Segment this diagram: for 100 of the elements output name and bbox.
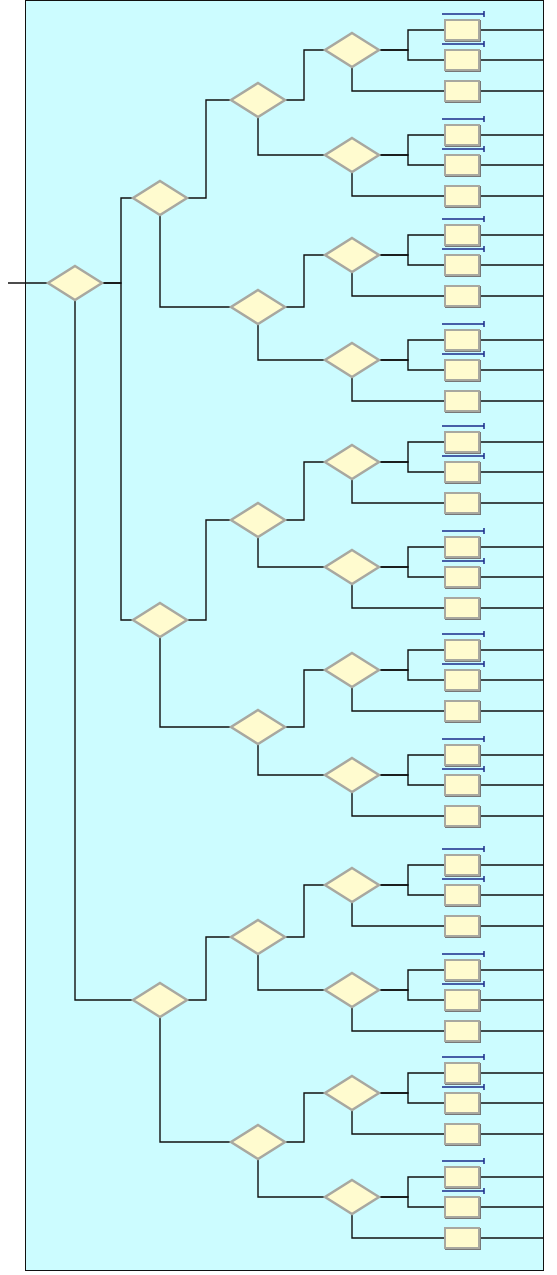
connector-line: [102, 197, 133, 284]
decision-diamond: [324, 32, 380, 68]
process-box: [444, 254, 480, 276]
connector-line: [159, 637, 231, 728]
decision-diamond: [47, 265, 103, 301]
connector-line: [379, 339, 445, 361]
connector-line: [479, 649, 545, 651]
process-box: [444, 431, 480, 453]
process-box: [444, 49, 480, 71]
connector-line: [479, 710, 545, 712]
connector-line: [379, 441, 445, 463]
connector-line: [379, 546, 445, 568]
decision-diamond: [132, 982, 188, 1018]
connector-line: [351, 792, 445, 817]
decision-diamond: [132, 180, 188, 216]
connector-line: [351, 479, 445, 504]
decision-diamond: [230, 919, 286, 955]
connector-line: [479, 400, 545, 402]
connector-line: [379, 1176, 445, 1198]
connector-line: [257, 117, 325, 156]
connector-line: [351, 1110, 445, 1135]
connector-line: [257, 954, 325, 991]
connector-line: [285, 49, 325, 101]
connector-line: [479, 502, 545, 504]
connector-line: [479, 1133, 545, 1135]
process-box: [444, 19, 480, 41]
connector-line: [479, 1176, 545, 1178]
connector-line: [351, 1007, 445, 1032]
decision-diamond: [230, 709, 286, 745]
process-box: [444, 1166, 480, 1188]
connector-line: [257, 537, 325, 568]
decision-diamond: [230, 82, 286, 118]
connector-line: [159, 1017, 231, 1143]
decision-diamond: [230, 289, 286, 325]
connector-line: [351, 272, 445, 297]
process-box: [444, 1196, 480, 1218]
decision-diamond: [132, 602, 188, 638]
process-box: [444, 80, 480, 102]
connector-line: [479, 576, 545, 578]
process-box: [444, 359, 480, 381]
decision-diamond: [324, 137, 380, 173]
connector-line: [479, 1237, 545, 1239]
connector-line: [479, 679, 545, 681]
process-box: [444, 566, 480, 588]
connector-line: [257, 1159, 325, 1198]
decision-diamond: [324, 237, 380, 273]
decision-diamond: [324, 1075, 380, 1111]
connector-line: [479, 471, 545, 473]
connector-line: [479, 969, 545, 971]
process-box: [444, 390, 480, 412]
connector-line: [479, 784, 545, 786]
connector-line: [479, 1102, 545, 1104]
connector-line: [74, 300, 133, 1001]
connector-line: [351, 687, 445, 712]
process-box: [444, 854, 480, 876]
connector-line: [479, 59, 545, 61]
process-box: [444, 805, 480, 827]
connector-line: [257, 324, 325, 361]
process-box: [444, 1123, 480, 1145]
process-box: [444, 989, 480, 1011]
connector-line: [479, 164, 545, 166]
decision-diamond: [324, 867, 380, 903]
connector-line: [351, 377, 445, 402]
connector-line: [379, 864, 445, 886]
connector-line: [479, 90, 545, 92]
connector-line: [285, 669, 325, 728]
process-box: [444, 915, 480, 937]
connector-line: [351, 172, 445, 197]
connector-line: [479, 295, 545, 297]
connector-line: [379, 234, 445, 256]
connector-line: [479, 607, 545, 609]
process-box: [444, 185, 480, 207]
decision-diamond: [324, 549, 380, 585]
process-box: [444, 536, 480, 558]
connector-line: [351, 902, 445, 927]
connector-line: [479, 29, 545, 31]
process-box: [444, 884, 480, 906]
connector-line: [379, 134, 445, 156]
connector-line: [257, 744, 325, 776]
connector-line: [479, 894, 545, 896]
process-box: [444, 700, 480, 722]
process-box: [444, 329, 480, 351]
connector-line: [479, 264, 545, 266]
connector-line: [479, 754, 545, 756]
connector-line: [379, 1072, 445, 1094]
connector-line: [285, 884, 325, 938]
process-box: [444, 1062, 480, 1084]
connector-line: [351, 584, 445, 609]
process-box: [444, 1020, 480, 1042]
connector-line: [351, 1214, 445, 1239]
process-box: [444, 744, 480, 766]
connector-line: [379, 754, 445, 776]
decision-diamond: [324, 972, 380, 1008]
connector-line: [187, 519, 231, 621]
decision-diamond: [230, 1124, 286, 1160]
connector-line: [479, 999, 545, 1001]
decision-diamond: [324, 757, 380, 793]
decision-diamond: [324, 444, 380, 480]
connector-line: [285, 1092, 325, 1143]
process-box: [444, 639, 480, 661]
